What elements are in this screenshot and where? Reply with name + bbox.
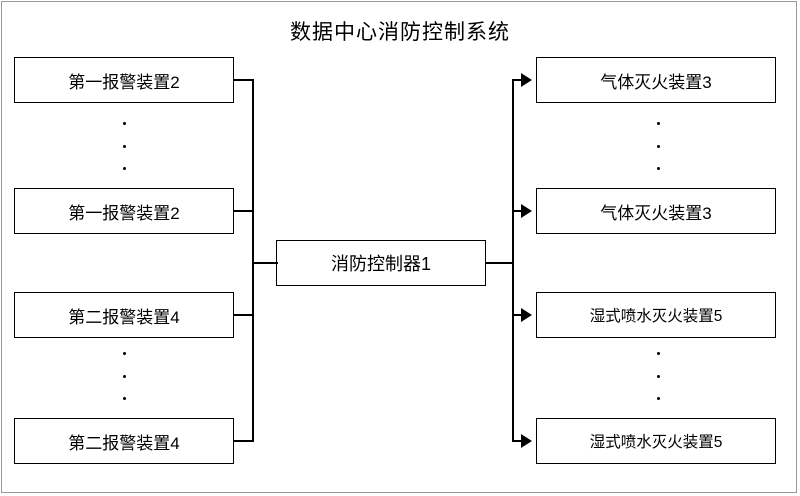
dot — [656, 122, 660, 125]
gas-extinguishing-device-box-top[interactable]: 气体灭火装置3 — [536, 57, 776, 103]
arrow-right-icon — [521, 204, 532, 218]
connector-right-4 — [512, 440, 526, 442]
right-ellipsis-bottom — [648, 352, 668, 400]
dot — [656, 144, 660, 148]
dot — [656, 397, 660, 400]
second-alarm-device-top-label: 第二报警装置4 — [68, 307, 180, 327]
gas-extinguishing-top-label: 气体灭火装置3 — [600, 72, 712, 92]
dot — [656, 167, 660, 170]
second-alarm-device-box-top[interactable]: 第二报警装置4 — [14, 292, 234, 338]
fire-controller-box[interactable]: 消防控制器1 — [276, 240, 486, 286]
wet-sprinkler-device-box-bottom[interactable]: 湿式喷水灭火装置5 — [536, 418, 776, 464]
left-ellipsis-top — [114, 122, 134, 170]
connector-right-2 — [512, 210, 526, 212]
connector-right-1 — [512, 79, 526, 81]
gas-extinguishing-device-box-bottom[interactable]: 气体灭火装置3 — [536, 188, 776, 234]
arrow-right-icon — [521, 73, 532, 87]
dot — [122, 122, 126, 125]
connector-controller-to-right-bus — [486, 262, 514, 264]
second-alarm-device-bottom-label: 第二报警装置4 — [68, 433, 180, 453]
wet-sprinkler-device-box-top[interactable]: 湿式喷水灭火装置5 — [536, 292, 776, 338]
first-alarm-device-box-bottom[interactable]: 第一报警装置2 — [14, 188, 234, 234]
left-bus-line — [252, 79, 254, 441]
page-title: 数据中心消防控制系统 — [290, 21, 510, 44]
connector-left-4 — [234, 440, 254, 442]
wet-sprinkler-bottom-label: 湿式喷水灭火装置5 — [589, 434, 723, 451]
arrow-right-icon — [521, 434, 532, 448]
fire-controller-label: 消防控制器1 — [330, 254, 431, 274]
connector-left-2 — [234, 210, 254, 212]
connector-left-bus-to-controller — [252, 262, 278, 264]
gas-extinguishing-bottom-label: 气体灭火装置3 — [600, 203, 712, 223]
dot — [122, 167, 126, 170]
second-alarm-device-box-bottom[interactable]: 第二报警装置4 — [14, 418, 234, 464]
connector-left-3 — [234, 314, 254, 316]
dot — [122, 144, 126, 148]
dot — [656, 352, 660, 355]
connector-left-1 — [234, 79, 254, 81]
left-ellipsis-bottom — [114, 352, 134, 400]
first-alarm-device-box-top[interactable]: 第一报警装置2 — [14, 57, 234, 103]
first-alarm-device-top-label: 第一报警装置2 — [68, 72, 180, 92]
right-bus-line — [512, 79, 514, 441]
arrow-right-icon — [521, 308, 532, 322]
dot — [656, 374, 660, 378]
dot — [122, 374, 126, 378]
dot — [122, 397, 126, 400]
right-ellipsis-top — [648, 122, 668, 170]
first-alarm-device-bottom-label: 第一报警装置2 — [68, 203, 180, 223]
dot — [122, 352, 126, 355]
wet-sprinkler-top-label: 湿式喷水灭火装置5 — [589, 308, 723, 325]
connector-right-3 — [512, 314, 526, 316]
